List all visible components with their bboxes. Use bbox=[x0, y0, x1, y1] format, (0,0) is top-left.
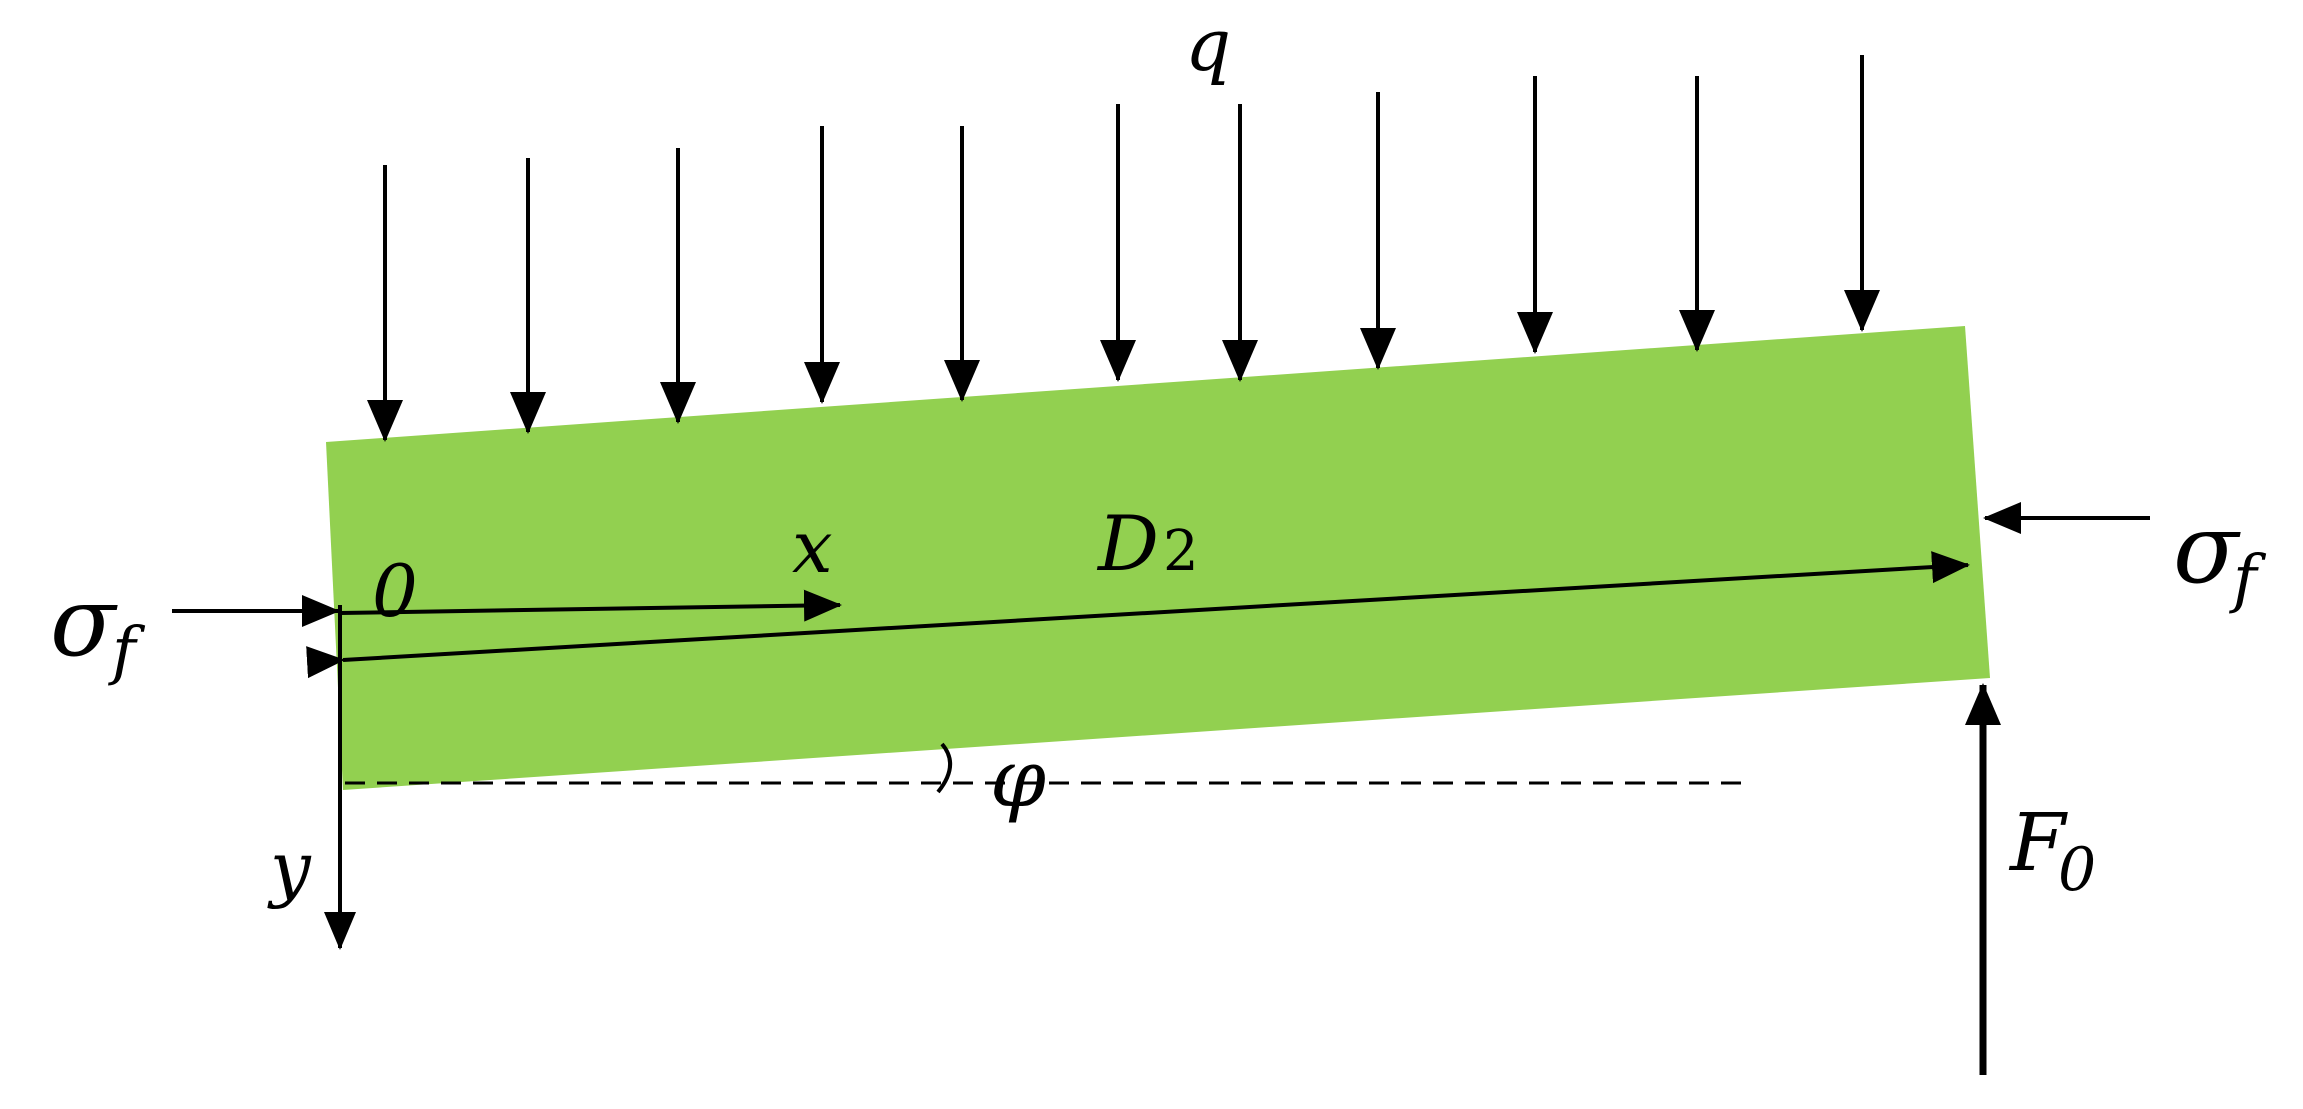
plate-name-label: D 2 bbox=[1096, 499, 1199, 588]
force-label: F 0 bbox=[2008, 796, 2096, 905]
origin-label: 0 bbox=[372, 549, 418, 633]
angle-label: φ bbox=[990, 732, 1046, 825]
left-stress-label: σ f bbox=[50, 566, 146, 688]
distributed-load-arrows bbox=[367, 55, 1880, 442]
svg-text:f: f bbox=[108, 614, 146, 688]
svg-text:0: 0 bbox=[2058, 835, 2096, 905]
svg-text:f: f bbox=[2229, 542, 2267, 616]
svg-text:F: F bbox=[2008, 796, 2068, 889]
load-label: q bbox=[1185, 3, 1231, 87]
svg-text:σ: σ bbox=[50, 566, 118, 678]
svg-text:2: 2 bbox=[1163, 519, 1199, 584]
y-axis-label: y bbox=[267, 826, 312, 910]
svg-text:σ: σ bbox=[2173, 493, 2241, 605]
plate-length-dimension bbox=[306, 551, 1970, 679]
angle-arc bbox=[936, 742, 952, 794]
svg-text:D: D bbox=[1096, 499, 1159, 588]
right-stress-label: σ f bbox=[2173, 493, 2267, 616]
x-axis-label: x bbox=[792, 505, 833, 589]
